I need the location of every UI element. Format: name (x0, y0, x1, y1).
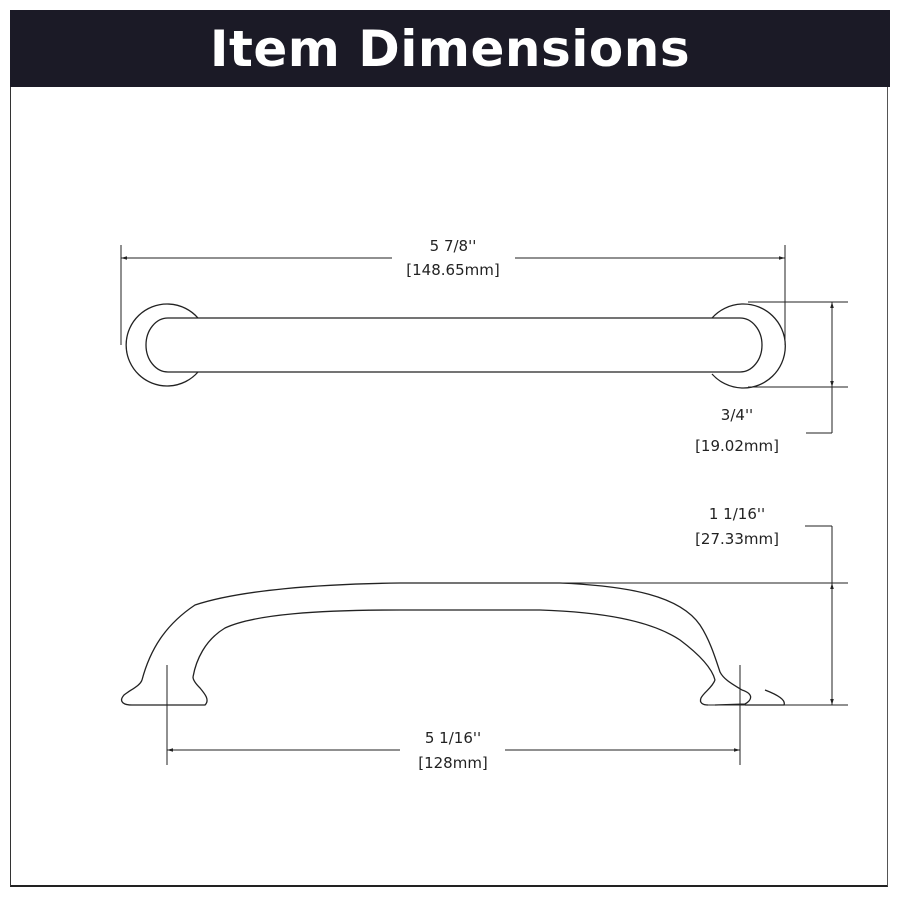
center-to-center-dimension (166, 665, 741, 765)
height-dimension (400, 525, 848, 706)
header-banner: Item Dimensions (10, 10, 890, 87)
top-view-handle (125, 303, 786, 389)
overall-length-metric: [148.65mm] (406, 261, 499, 279)
overall-length-imperial: 5 7/8'' (430, 237, 477, 255)
drawing-frame (10, 87, 888, 887)
page-title: Item Dimensions (209, 19, 691, 78)
side-view-handle (120, 582, 785, 706)
thickness-metric: [19.02mm] (695, 437, 779, 455)
thickness-imperial: 3/4'' (721, 406, 753, 424)
overall-length-dimension (120, 245, 786, 345)
thickness-dimension (748, 301, 848, 434)
center-to-center-metric: [128mm] (418, 754, 488, 772)
height-metric: [27.33mm] (695, 530, 779, 548)
center-to-center-imperial: 5 1/16'' (425, 729, 481, 747)
height-imperial: 1 1/16'' (709, 505, 765, 523)
